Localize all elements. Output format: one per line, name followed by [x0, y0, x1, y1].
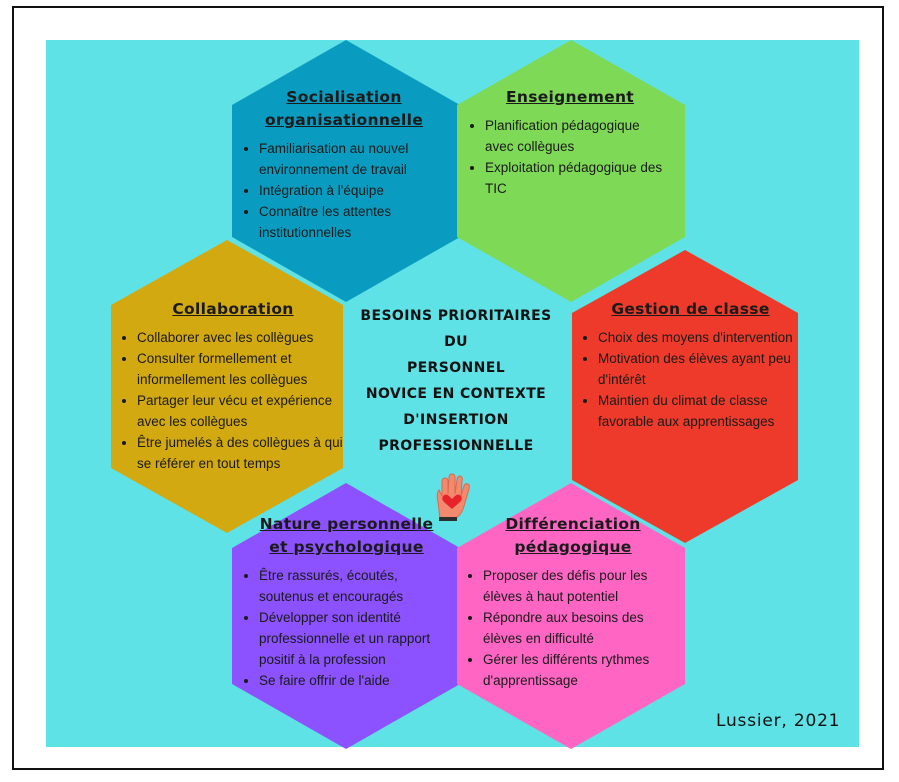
- enseignement-title: Enseignement: [470, 86, 670, 109]
- socialisation-box: Socialisation organisationnelle Familiar…: [244, 86, 444, 243]
- list-item: Gérer les différents rythmes d'apprentis…: [483, 649, 678, 691]
- list-item: Intégration à l'équipe: [259, 180, 444, 201]
- collaboration-title: Collaboration: [122, 298, 344, 321]
- collaboration-list: Collaborer avec les collègues Consulter …: [122, 327, 344, 474]
- nature-title-line: Nature personnelle: [259, 515, 434, 533]
- socialisation-title: Socialisation organisationnelle: [244, 86, 444, 132]
- center-title: BESOINS PRIORITAIRES DU PERSONNEL NOVICE…: [356, 303, 556, 459]
- raised-hand-heart-icon: [436, 473, 470, 521]
- gestion-list: Choix des moyens d'intervention Motivati…: [583, 327, 798, 432]
- list-item: Maintien du climat de classe favorable a…: [598, 390, 798, 432]
- socialisation-list: Familiarisation au nouvel environnement …: [244, 138, 444, 243]
- list-item: Être rassurés, écoutés, soutenus et enco…: [259, 565, 449, 607]
- differenciation-title-line: Différenciation: [505, 515, 641, 533]
- list-item: Consulter formellement et informellement…: [137, 348, 344, 390]
- socialisation-title-line: Socialisation: [286, 88, 402, 106]
- nature-title-line: et psychologique: [269, 538, 424, 556]
- list-item: Répondre aux besoins des élèves en diffi…: [483, 607, 678, 649]
- signature: Lussier, 2021: [716, 711, 841, 731]
- list-item: Partager leur vécu et expérience avec le…: [137, 390, 344, 432]
- enseignement-box: Enseignement Planification pédagogique a…: [470, 86, 670, 199]
- list-item: Connaître les attentes institutionnelles: [259, 201, 444, 243]
- center-title-line: NOVICE EN CONTEXTE: [365, 386, 547, 402]
- hex-socialisation: [232, 40, 460, 302]
- list-item: Se faire offrir de l'aide: [259, 670, 449, 691]
- hex-differenciation: [457, 483, 685, 749]
- collaboration-box: Collaboration Collaborer avec les collèg…: [122, 298, 344, 474]
- list-item: Exploitation pédagogique des TIC: [485, 157, 670, 199]
- differenciation-title-line: pédagogique: [514, 538, 632, 556]
- list-item: Proposer des défis pour les élèves à hau…: [483, 565, 678, 607]
- center-title-line: D'INSERTION: [403, 412, 509, 428]
- list-item: Collaborer avec les collègues: [137, 327, 344, 348]
- hex-gestion: [572, 250, 798, 543]
- differenciation-title: Différenciation pédagogique: [468, 513, 678, 559]
- hex-collaboration: [111, 240, 343, 533]
- hex-enseignement: [457, 40, 685, 302]
- list-item: Choix des moyens d'intervention: [598, 327, 798, 348]
- center-title-line: PROFESSIONNELLE: [378, 438, 534, 454]
- center-title-line: BESOINS PRIORITAIRES: [360, 308, 552, 324]
- socialisation-title-line: organisationnelle: [264, 111, 424, 129]
- nature-title: Nature personnelle et psychologique: [244, 513, 449, 559]
- nature-box: Nature personnelle et psychologique Être…: [244, 513, 449, 691]
- gestion-title-line: Gestion de classe: [611, 300, 770, 318]
- list-item: Être jumelés à des collègues à qui se ré…: [137, 432, 344, 474]
- gestion-title: Gestion de classe: [583, 298, 798, 321]
- nature-list: Être rassurés, écoutés, soutenus et enco…: [244, 565, 449, 691]
- list-item: Motivation des élèves ayant peu d'intérê…: [598, 348, 798, 390]
- center-title-line: DU: [444, 334, 468, 350]
- center-title-line: PERSONNEL: [406, 360, 506, 376]
- collaboration-title-line: Collaboration: [172, 300, 294, 318]
- differenciation-list: Proposer des défis pour les élèves à hau…: [468, 565, 678, 691]
- enseignement-list: Planification pédagogique avec collègues…: [470, 115, 670, 199]
- list-item: Développer son identité professionnelle …: [259, 607, 449, 670]
- differenciation-box: Différenciation pédagogique Proposer des…: [468, 513, 678, 691]
- list-item: Planification pédagogique avec collègues: [485, 115, 670, 157]
- hex-nature: [232, 483, 460, 749]
- enseignement-title-line: Enseignement: [505, 88, 635, 106]
- list-item: Familiarisation au nouvel environnement …: [259, 138, 444, 180]
- gestion-box: Gestion de classe Choix des moyens d'int…: [583, 298, 798, 432]
